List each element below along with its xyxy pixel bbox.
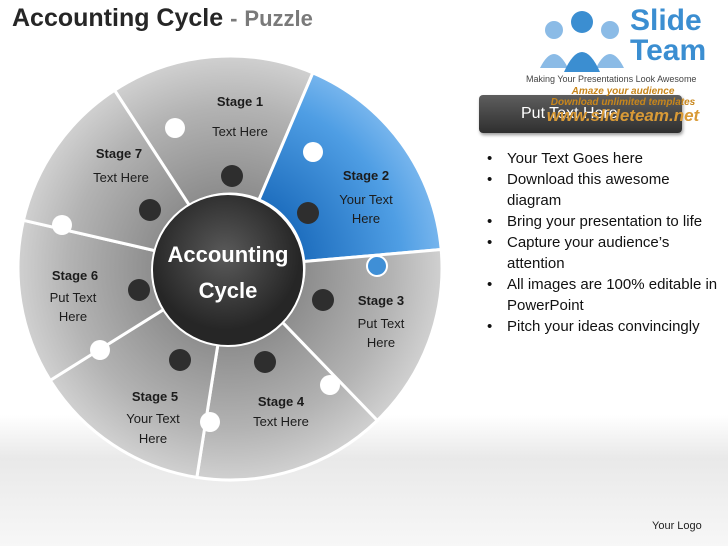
promo-watermark: Amaze your audience Download unlimited t…: [528, 86, 718, 124]
stage-3-text-2: Here: [367, 335, 395, 350]
tab-notch: [52, 215, 72, 235]
tab-notch: [320, 375, 340, 395]
bullet-item: Bring your presentation to life: [483, 211, 723, 232]
logo-word-1: Slide: [630, 4, 702, 37]
logo-word-2: Team: [630, 34, 707, 67]
center-title-line-1: Accounting: [168, 242, 289, 267]
bullet-list: Your Text Goes here Download this awesom…: [483, 148, 723, 337]
stage-4-text: Text Here: [253, 414, 309, 429]
stage-2-text-1: Your Text: [339, 192, 393, 207]
tab-notch: [165, 118, 185, 138]
stage-6-name: Stage 6: [52, 268, 98, 283]
promo-url: www.slideteam.net: [546, 106, 700, 125]
bullet-item: Pitch your ideas convincingly: [483, 316, 723, 337]
stage-labels: Stage 1 Text Here Stage 2 Your Text Here…: [50, 94, 405, 446]
promo-line-2: Download unlimited templates: [550, 97, 696, 108]
stage-3-text-1: Put Text: [358, 316, 405, 331]
stage-7-text: Text Here: [93, 170, 149, 185]
promo-line-1: Amaze your audience: [571, 86, 675, 97]
hub-knob: [139, 199, 161, 221]
outer-puzzle-tabs: [52, 118, 388, 432]
title-main: Accounting Cycle: [12, 4, 224, 32]
hub-knob: [128, 279, 150, 301]
center-hub: [151, 193, 305, 347]
slideteam-logo: Slide Team Making Your Presentations Loo…: [520, 4, 720, 85]
stage-4-name: Stage 4: [258, 394, 305, 409]
tab-knob: [366, 255, 388, 277]
hub-knob: [312, 289, 334, 311]
title-sub: Puzzle: [244, 6, 313, 31]
stage-5-text-2: Here: [139, 431, 167, 446]
logo-wordmark: Slide Team: [630, 6, 706, 66]
bullet-item: Download this awesome diagram: [483, 169, 723, 211]
logo-tagline: Making Your Presentations Look Awesome: [526, 74, 697, 84]
bullet-item: Capture your audience’s attention: [483, 232, 723, 274]
stage-7-name: Stage 7: [96, 146, 142, 161]
stage-2-name: Stage 2: [343, 168, 389, 183]
put-text-callout: Put Text Here: [479, 95, 682, 133]
your-logo-placeholder: Your Logo: [652, 520, 702, 532]
stage-6-text-2: Here: [59, 309, 87, 324]
people-icon: [540, 11, 624, 72]
stage-6-text-1: Put Text: [50, 290, 97, 305]
tab-notch: [90, 340, 110, 360]
hub-knob: [297, 202, 319, 224]
stage-2-text-2: Here: [352, 211, 380, 226]
stage-5-name: Stage 5: [132, 389, 178, 404]
callout-text: Put Text Here: [521, 105, 618, 122]
center-title-line-2: Cycle: [199, 278, 258, 303]
bullet-item: Your Text Goes here: [483, 148, 723, 169]
tab-notch: [303, 142, 323, 162]
hub-knob: [169, 349, 191, 371]
hub-knobs: [128, 165, 334, 373]
slide-title: Accounting Cycle - Puzzle: [12, 4, 313, 33]
bullet-item: All images are 100% editable in PowerPoi…: [483, 274, 723, 316]
tab-notch: [200, 412, 220, 432]
stage-1-name: Stage 1: [217, 94, 263, 109]
stage-5-text-1: Your Text: [126, 411, 180, 426]
hub-knob: [221, 165, 243, 187]
stage-3-name: Stage 3: [358, 293, 404, 308]
title-separator: -: [230, 6, 238, 31]
stage-1-text: Text Here: [212, 124, 268, 139]
hub-knob: [254, 351, 276, 373]
